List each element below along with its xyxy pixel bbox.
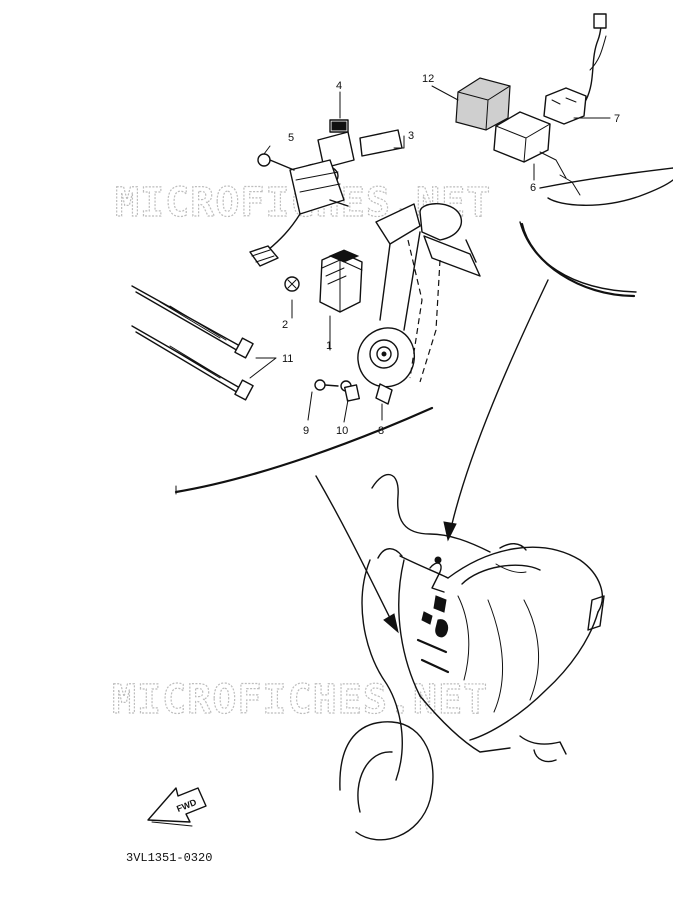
screw-part-5 bbox=[257, 153, 295, 171]
drawing-code: 3VL1351-0320 bbox=[126, 851, 212, 865]
flasher-part-6 bbox=[493, 111, 567, 179]
relay-part-12 bbox=[455, 77, 511, 131]
front-fender-outline bbox=[519, 167, 673, 293]
scooter-outline bbox=[339, 473, 605, 841]
callout-11: 11 bbox=[282, 353, 293, 365]
callout-2: 2 bbox=[282, 319, 288, 331]
group-arc-lower bbox=[174, 406, 434, 494]
leader-lines bbox=[249, 85, 611, 423]
bolt-part-2 bbox=[284, 276, 300, 292]
callout-10: 10 bbox=[336, 425, 348, 437]
fwd-direction-arrow: FWD bbox=[147, 787, 207, 827]
nut-part-10 bbox=[340, 380, 361, 402]
callout-7: 7 bbox=[614, 113, 620, 125]
callout-6: 6 bbox=[530, 182, 536, 194]
arrow-to-left-location bbox=[315, 475, 399, 634]
screw-part-9 bbox=[314, 379, 339, 391]
assembly-line-b bbox=[419, 259, 441, 383]
callout-4: 4 bbox=[336, 80, 342, 92]
group-arc-upper bbox=[520, 222, 636, 298]
callout-3: 3 bbox=[408, 130, 414, 142]
regulator-part-1 bbox=[319, 249, 363, 313]
arrow-to-right-location bbox=[443, 279, 549, 542]
callout-8: 8 bbox=[378, 425, 384, 437]
callout-1: 1 bbox=[326, 340, 332, 352]
scooter-mounted-parts bbox=[416, 556, 527, 674]
cable-tie-part-11 bbox=[131, 285, 254, 401]
horn-bracket bbox=[375, 203, 481, 331]
callout-12: 12 bbox=[422, 73, 434, 85]
callout-5: 5 bbox=[288, 132, 294, 144]
callout-9: 9 bbox=[303, 425, 309, 437]
connector-part-7 bbox=[543, 13, 607, 125]
watermark-bottom: MICROFICHES.NET bbox=[112, 677, 488, 723]
horn-part-8 bbox=[357, 327, 416, 405]
main-switch-part-3 bbox=[249, 119, 403, 267]
assembly-line-a bbox=[407, 239, 423, 379]
